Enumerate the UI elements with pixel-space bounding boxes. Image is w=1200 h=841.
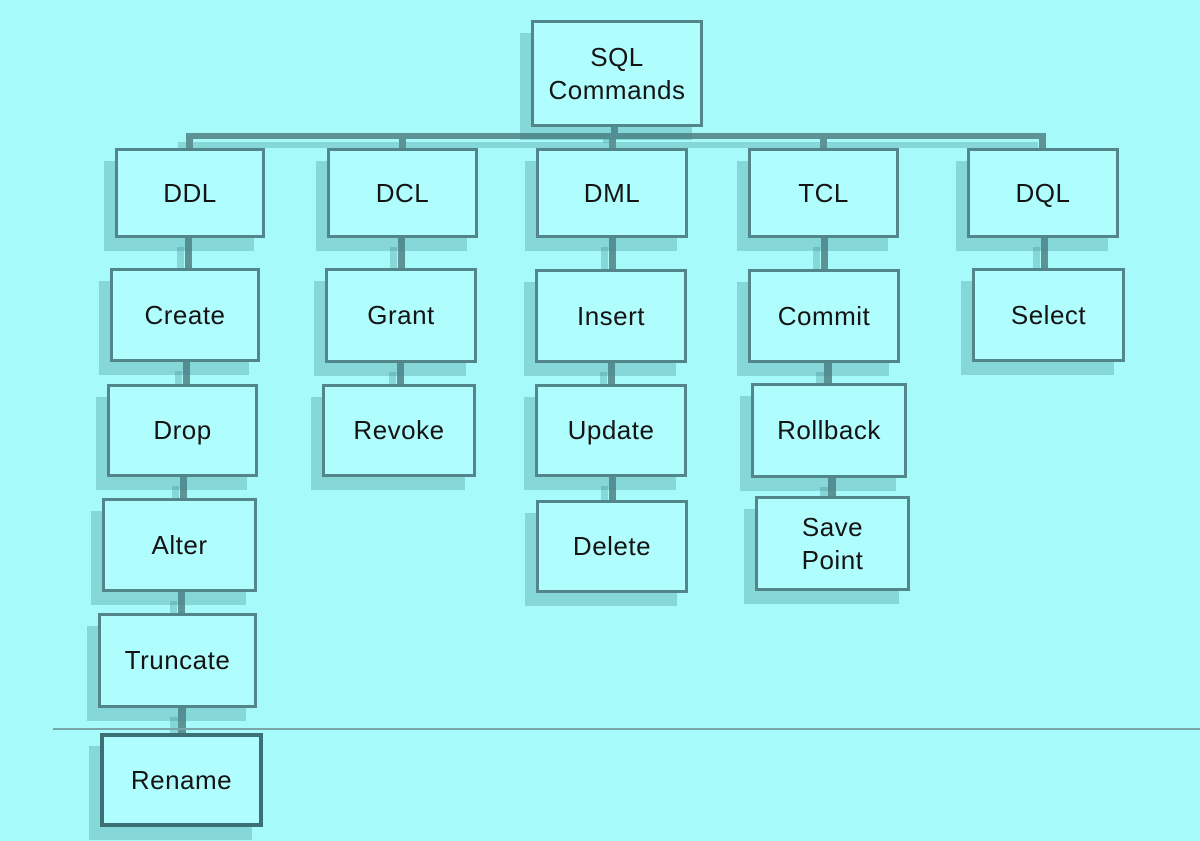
node-dql: DQL xyxy=(967,148,1119,238)
connector-bar-dql xyxy=(1039,139,1046,149)
node-sql-commands: SQL Commands xyxy=(531,20,703,127)
connector-dml-insert xyxy=(609,238,616,270)
connector-truncate-rename xyxy=(178,708,186,734)
node-label: Insert xyxy=(576,300,646,331)
node-label: DQL xyxy=(1015,177,1071,208)
connector-grant-revoke xyxy=(397,363,404,385)
connector-alter-truncate xyxy=(178,592,185,614)
node-label: Drop xyxy=(153,415,212,446)
connector-tcl-commit xyxy=(821,238,828,270)
connector-create-drop xyxy=(183,362,190,385)
node-save-point: Save Point xyxy=(755,496,910,591)
connector-commit-rollback xyxy=(824,363,832,384)
node-label: Update xyxy=(567,415,655,446)
node-rename: Rename xyxy=(100,733,263,827)
node-label: Commit xyxy=(777,300,871,331)
connector-dql-select xyxy=(1041,238,1048,269)
connector-rollback-savepoint xyxy=(828,478,836,497)
node-commit: Commit xyxy=(748,269,900,363)
node-label: Save Point xyxy=(801,512,864,575)
node-insert: Insert xyxy=(535,269,687,363)
node-select: Select xyxy=(972,268,1125,362)
node-dcl: DCL xyxy=(327,148,478,238)
node-label: Delete xyxy=(572,531,652,562)
node-label: Rename xyxy=(130,764,233,795)
node-update: Update xyxy=(535,384,687,477)
node-label: Create xyxy=(144,299,226,330)
node-label: Truncate xyxy=(124,645,231,676)
node-alter: Alter xyxy=(102,498,257,592)
connector-bar-dcl xyxy=(399,139,406,149)
node-label: Alter xyxy=(151,529,208,560)
connector-update-delete xyxy=(609,477,616,501)
node-label: DDL xyxy=(163,177,217,208)
connector-insert-update xyxy=(608,363,615,385)
node-drop: Drop xyxy=(107,384,258,477)
connector-horizontal-bar xyxy=(186,133,1046,139)
connector-bar-dml xyxy=(609,139,616,149)
node-label: Revoke xyxy=(353,415,445,446)
connector-drop-alter xyxy=(180,477,187,499)
node-truncate: Truncate xyxy=(98,613,257,708)
node-label: SQL Commands xyxy=(548,42,686,105)
node-ddl: DDL xyxy=(115,148,265,238)
node-create: Create xyxy=(110,268,260,362)
node-label: Select xyxy=(1010,299,1087,330)
node-dml: DML xyxy=(536,148,688,238)
connector-ddl-create xyxy=(185,238,192,269)
node-revoke: Revoke xyxy=(322,384,476,477)
node-delete: Delete xyxy=(536,500,688,593)
connector-dcl-grant xyxy=(398,238,405,269)
node-label: DCL xyxy=(375,177,430,208)
node-grant: Grant xyxy=(325,268,477,363)
node-label: Rollback xyxy=(777,415,881,446)
divider-line xyxy=(53,728,1200,730)
node-label: TCL xyxy=(798,177,849,208)
node-label: Grant xyxy=(367,300,435,331)
node-label: DML xyxy=(583,177,641,208)
connector-bar-tcl xyxy=(820,139,827,149)
connector-bar-ddl xyxy=(186,139,193,149)
connector-root-stub xyxy=(611,126,618,134)
node-rollback: Rollback xyxy=(751,383,907,478)
node-tcl: TCL xyxy=(748,148,899,238)
